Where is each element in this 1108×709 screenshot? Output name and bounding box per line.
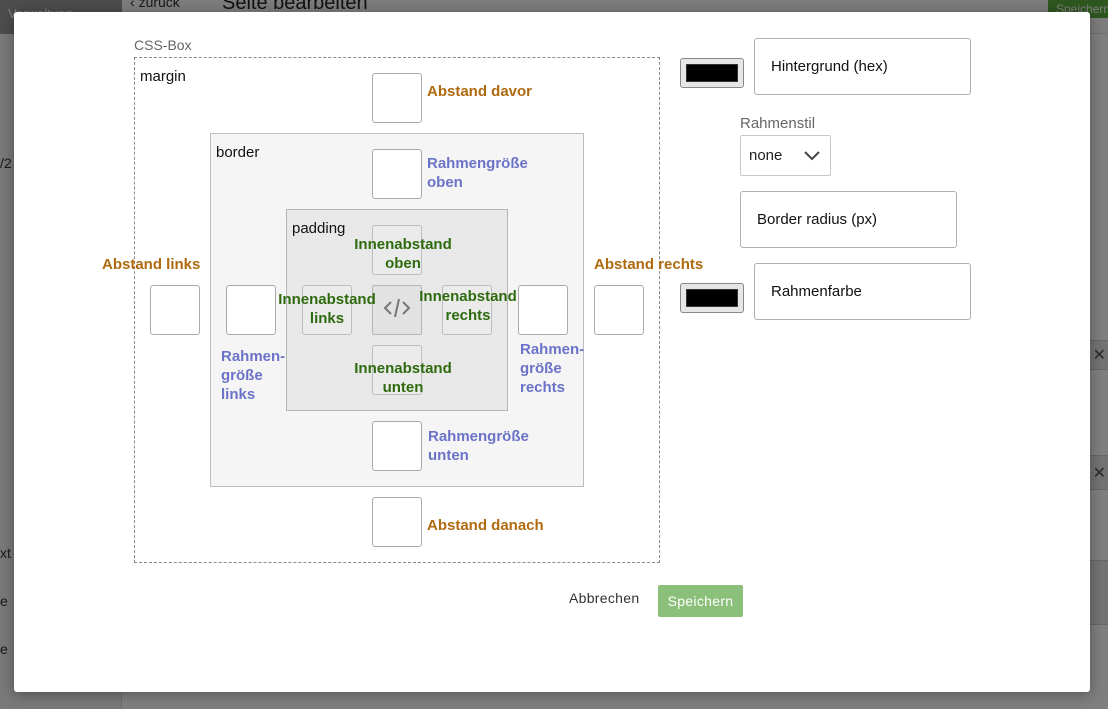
border-zone-label: border xyxy=(216,144,260,161)
padding-top-input[interactable] xyxy=(372,225,422,275)
border-style-select[interactable]: none xyxy=(740,135,831,176)
margin-left-input[interactable] xyxy=(150,285,200,335)
padding-left-input[interactable] xyxy=(302,285,352,335)
code-icon xyxy=(382,296,412,325)
border-radius-input[interactable]: Border radius (px) xyxy=(740,191,957,248)
content-box xyxy=(372,285,422,335)
margin-top-input[interactable] xyxy=(372,73,422,123)
border-color-preview xyxy=(686,289,738,307)
margin-top-label: Abstand davor xyxy=(427,83,533,100)
padding-right-input[interactable] xyxy=(442,285,492,335)
background-hex-input[interactable]: Hintergrund (hex) xyxy=(754,38,971,95)
margin-right-label: Abstand rechts xyxy=(594,256,704,273)
border-right-input[interactable] xyxy=(518,285,568,335)
margin-bottom-label: Abstand danach xyxy=(427,517,544,534)
border-top-input[interactable] xyxy=(372,149,422,199)
border-style-value: none xyxy=(749,147,783,164)
border-color-swatch[interactable] xyxy=(680,283,744,313)
css-box-title: CSS-Box xyxy=(134,37,192,53)
padding-bottom-input[interactable] xyxy=(372,345,422,395)
margin-zone-label: margin xyxy=(140,68,186,85)
border-style-label: Rahmenstil xyxy=(740,115,816,132)
border-color-input[interactable]: Rahmenfarbe xyxy=(754,263,971,320)
border-bottom-input[interactable] xyxy=(372,421,422,471)
margin-left-label: Abstand links xyxy=(102,256,201,273)
border-left-input[interactable] xyxy=(226,285,276,335)
padding-zone-label: padding xyxy=(292,220,346,237)
css-box-dialog: CSS-Box margin border padding Abstand da… xyxy=(14,12,1090,692)
margin-right-input[interactable] xyxy=(594,285,644,335)
save-button[interactable]: Speichern xyxy=(658,585,743,617)
background-color-preview xyxy=(686,64,738,82)
margin-bottom-input[interactable] xyxy=(372,497,422,547)
chevron-down-icon xyxy=(804,148,820,165)
background-color-swatch[interactable] xyxy=(680,58,744,88)
cancel-button[interactable]: Abbrechen xyxy=(569,590,640,606)
